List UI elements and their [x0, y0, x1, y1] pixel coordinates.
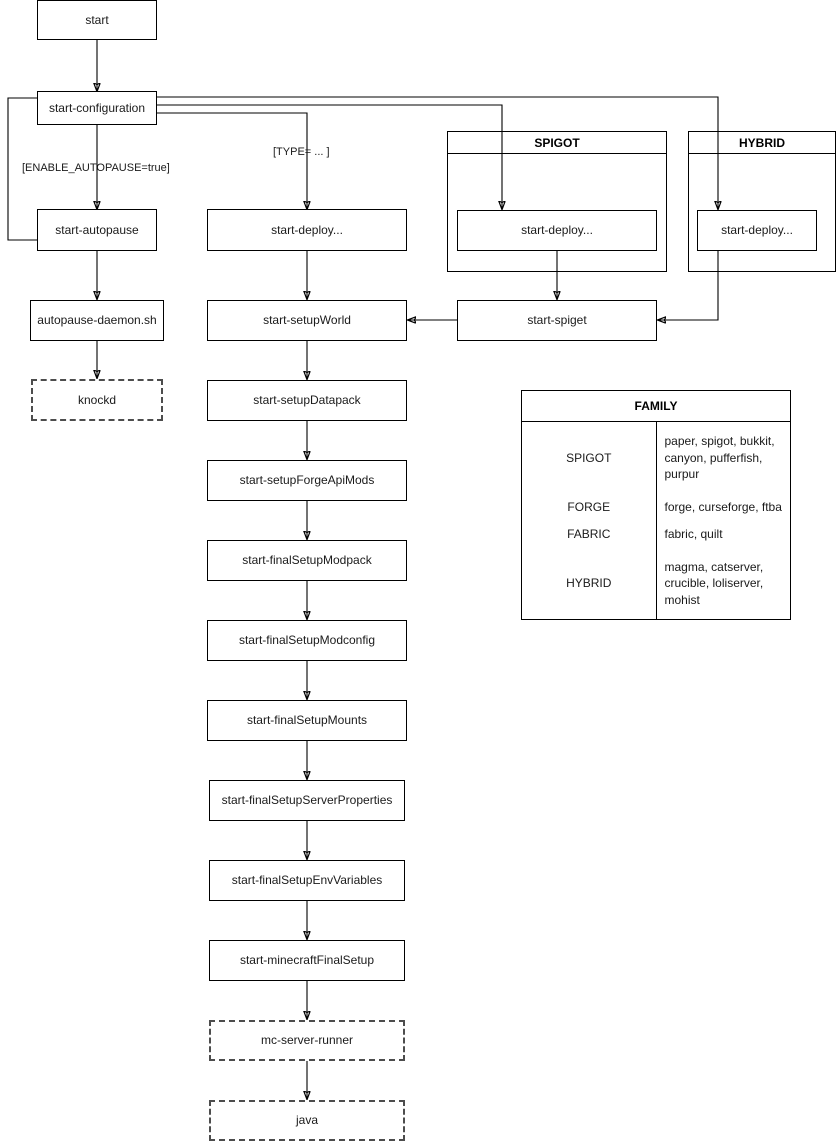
family-table-header: FAMILY: [522, 391, 790, 422]
node-start-finalsetupenvvariables[interactable]: start-finalSetupEnvVariables: [209, 860, 405, 901]
edge-configuration-to-deploy-main: [157, 112, 307, 209]
node-start-configuration[interactable]: start-configuration: [37, 91, 157, 125]
family-cell-name: FORGE: [522, 493, 657, 521]
table-row: FABRIC fabric, quilt: [522, 520, 790, 548]
group-hybrid-title: HYBRID: [689, 132, 835, 154]
edge-label-type: [TYPE= ... ]: [273, 146, 330, 158]
node-start-finalsetupmounts[interactable]: start-finalSetupMounts: [207, 700, 407, 741]
node-start-setupforgeapimods[interactable]: start-setupForgeApiMods: [207, 460, 407, 501]
family-cell-types: fabric, quilt: [664, 527, 723, 542]
family-cell-types: magma, catserver, crucible, loliserver, …: [664, 560, 764, 607]
node-start[interactable]: start: [37, 0, 157, 40]
node-start-spiget[interactable]: start-spiget: [457, 300, 657, 341]
group-spigot-title: SPIGOT: [448, 132, 666, 154]
node-start-minecraftfinalsetup[interactable]: start-minecraftFinalSetup: [209, 940, 405, 981]
node-start-finalsetupmodpack[interactable]: start-finalSetupModpack: [207, 540, 407, 581]
edge-label-enable-autopause: [ENABLE_AUTOPAUSE=true]: [22, 162, 170, 174]
family-table-body: SPIGOT paper, spigot, bukkit, canyon, pu…: [522, 421, 790, 619]
node-start-setupworld[interactable]: start-setupWorld: [207, 300, 407, 341]
node-autopause-daemon-sh[interactable]: autopause-daemon.sh: [30, 300, 164, 341]
node-knockd[interactable]: knockd: [31, 379, 163, 421]
table-row: FORGE forge, curseforge, ftba: [522, 493, 790, 521]
table-row: HYBRID magma, catserver, crucible, lolis…: [522, 547, 790, 619]
family-cell-types: paper, spigot, bukkit, canyon, pufferfis…: [664, 434, 775, 481]
node-mc-server-runner[interactable]: mc-server-runner: [209, 1020, 405, 1061]
node-start-deploy-hybrid[interactable]: start-deploy...: [697, 210, 817, 251]
family-cell-name: HYBRID: [522, 547, 657, 619]
node-start-deploy-spigot[interactable]: start-deploy...: [457, 210, 657, 251]
family-cell-name: SPIGOT: [522, 421, 657, 494]
family-cell-name: FABRIC: [522, 520, 657, 548]
node-start-autopause[interactable]: start-autopause: [37, 209, 157, 251]
node-java[interactable]: java: [209, 1100, 405, 1141]
table-row: SPIGOT paper, spigot, bukkit, canyon, pu…: [522, 421, 790, 494]
node-start-setupdatapack[interactable]: start-setupDatapack: [207, 380, 407, 421]
family-cell-types: forge, curseforge, ftba: [664, 499, 782, 514]
node-start-finalsetupmodconfig[interactable]: start-finalSetupModconfig: [207, 620, 407, 661]
node-start-deploy-main[interactable]: start-deploy...: [207, 209, 407, 251]
family-table: FAMILY SPIGOT paper, spigot, bukkit, can…: [521, 390, 791, 620]
node-start-finalsetupserverproperties[interactable]: start-finalSetupServerProperties: [209, 780, 405, 821]
